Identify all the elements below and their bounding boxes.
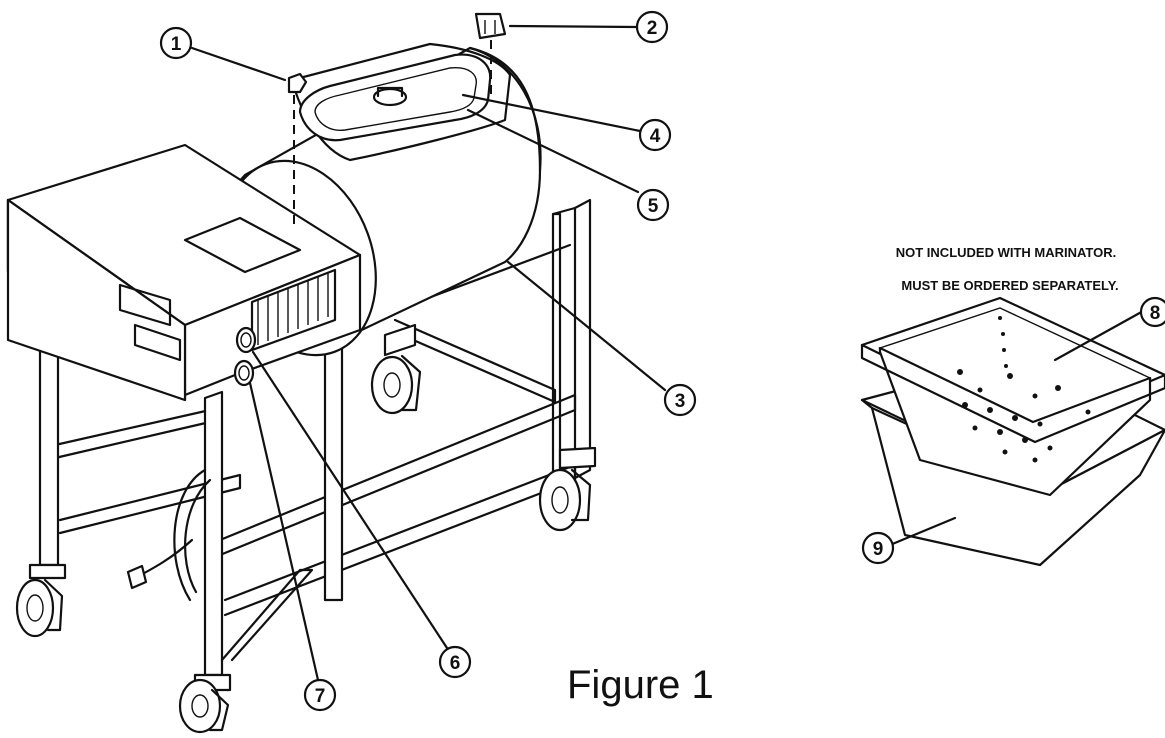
pan-8-perforated — [860, 296, 1165, 497]
callout-4-label: 4 — [650, 126, 661, 147]
callout-9-label: 9 — [873, 539, 884, 560]
part-1-nut — [287, 72, 308, 225]
part-2-bracket — [474, 12, 507, 100]
note-line-1: NOT INCLUDED WITH MARINATOR. — [896, 245, 1117, 260]
leader-lines — [190, 24, 1147, 682]
callout-7-label: 7 — [315, 686, 326, 707]
figure-label: Figure 1 — [567, 663, 714, 707]
callout-3: 3 — [663, 383, 697, 417]
callout-3-label: 3 — [675, 391, 686, 412]
perforation-holes — [957, 316, 1091, 463]
caster-back-middle — [370, 323, 422, 415]
callout-2-label: 2 — [647, 18, 658, 39]
callout-1-label: 1 — [171, 34, 182, 55]
power-cord — [126, 468, 212, 602]
motor-housing — [6, 143, 362, 402]
caster-front-middle — [178, 673, 232, 734]
callout-7: 7 — [303, 678, 337, 712]
callout-6-label: 6 — [450, 653, 461, 674]
callout-8-label: 8 — [1150, 303, 1161, 324]
caster-back-right — [538, 446, 597, 532]
callout-6: 6 — [438, 645, 472, 679]
callout-4: 4 — [638, 118, 672, 152]
callout-5-label: 5 — [648, 196, 659, 217]
callout-9: 9 — [861, 531, 895, 565]
callout-8: 8 — [1139, 296, 1165, 328]
note-line-2: MUST BE ORDERED SEPARATELY. — [901, 278, 1118, 293]
callout-1: 1 — [159, 26, 193, 60]
callout-2: 2 — [635, 10, 669, 44]
callout-5: 5 — [636, 188, 670, 222]
caster-front-left — [15, 563, 67, 638]
cart-frame — [38, 198, 592, 677]
